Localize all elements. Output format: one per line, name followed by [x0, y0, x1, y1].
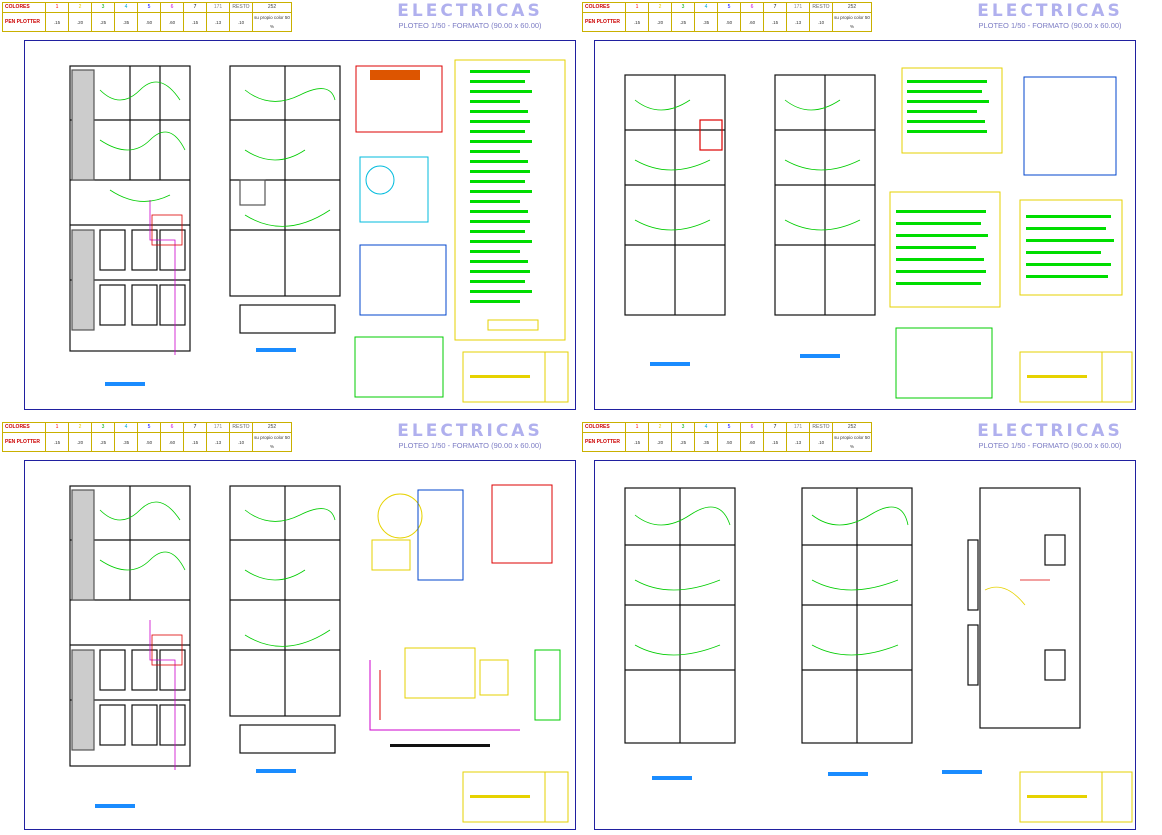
circuit-wiring: [634, 506, 1050, 656]
detail-pozo-tierra: [359, 156, 429, 223]
drawing-canvas: [624, 487, 1133, 823]
plan-label: [652, 776, 692, 780]
floor-plan-parking-level: [69, 65, 191, 352]
plotter-color-table: COLORES 1 2 3 4 5 6 7 171 RESTO 252 PEN …: [582, 2, 872, 32]
sheet-title: ELECTRICAS: [397, 421, 543, 441]
sheet-subtitle: PLOTEO 1/50 - FORMATO (90.00 x 60.00): [398, 441, 542, 450]
sheet-4: COLORES 1 2 3 4 5 6 7 171 RESTO 252 PEN …: [580, 420, 1156, 832]
plan-label: [942, 770, 982, 774]
title-block: [462, 771, 569, 823]
floor-plan-roof: [967, 487, 1081, 729]
plan-label: [105, 382, 145, 386]
plan-label: [828, 772, 868, 776]
drawing-frame: [594, 460, 1136, 830]
floor-plan-typical-level: [229, 65, 341, 334]
sheet-title: ELECTRICAS: [977, 1, 1123, 21]
title-block: [1019, 771, 1133, 823]
plan-label: [95, 804, 135, 808]
drawing-canvas: [69, 59, 569, 403]
riser-diagram: [895, 327, 993, 399]
load-table: [1023, 76, 1117, 176]
title-block: [462, 351, 569, 403]
sheet-subtitle: PLOTEO 1/50 - FORMATO (90.00 x 60.00): [978, 441, 1122, 450]
sheet-3: COLORES 1 2 3 4 5 6 7 171 RESTO 252 PEN …: [0, 420, 576, 832]
sheet-subtitle: PLOTEO 1/50 - FORMATO (90.00 x 60.00): [978, 21, 1122, 30]
drawing-canvas: [69, 484, 569, 823]
circuit-wiring-upper: [244, 88, 336, 227]
board-single-line-diagram: [369, 647, 561, 747]
floor-plan-typical-level: [229, 485, 341, 754]
detail-tablero: [355, 65, 443, 133]
plan-label: [256, 348, 296, 352]
load-table: [359, 244, 447, 316]
plotter-color-table: COLORES 1 2 3 4 5 6 7 171 RESTO 252 PEN …: [582, 422, 872, 452]
floor-plan-a: [624, 74, 726, 316]
drawing-frame: [594, 40, 1136, 410]
sheet-2: COLORES 1 2 3 4 5 6 7 171 RESTO 252 PEN …: [580, 0, 1156, 412]
floor-plan-parking-level: [69, 485, 191, 767]
circuit-wiring: [99, 81, 186, 355]
circuit-wiring-upper: [244, 508, 336, 647]
sheet-title: ELECTRICAS: [397, 1, 543, 21]
drawing-frame: [24, 40, 576, 410]
plotter-color-table: COLORES 1 2 3 4 5 6 7 171 RESTO 252 PEN …: [2, 422, 292, 452]
detail-tablero: [370, 70, 420, 80]
sheet-title: ELECTRICAS: [977, 421, 1123, 441]
floor-plan-b: [774, 74, 876, 316]
plotter-color-table: COLORES 1 2 3 4 5 6 7 171 RESTO 252 PEN …: [2, 2, 292, 32]
pen-plotter-label: PEN PLOTTER: [2, 12, 46, 32]
specifications-block-2: [1019, 199, 1123, 296]
notes-block: [901, 67, 1003, 154]
sheet-1: COLORES 1 2 3 4 5 6 7 171 RESTO 252 PEN …: [0, 0, 576, 412]
riser-diagram: [354, 336, 444, 398]
drawing-frame: [24, 460, 576, 830]
sheet-subtitle: PLOTEO 1/50 - FORMATO (90.00 x 60.00): [398, 21, 542, 30]
floor-plan-a: [624, 487, 736, 744]
specifications-block: [889, 191, 1001, 308]
plan-label: [650, 362, 690, 366]
floor-plan-b: [801, 487, 913, 744]
plan-label: [256, 769, 296, 773]
grounding-detail: [371, 484, 553, 581]
circuit-wiring: [99, 501, 186, 770]
plan-label: [800, 354, 840, 358]
detail-pozo-tierra: [365, 165, 395, 195]
legend-table: [454, 59, 566, 341]
title-block: [1019, 351, 1133, 403]
drawing-canvas: [624, 67, 1133, 403]
circuit-wiring: [634, 99, 861, 231]
